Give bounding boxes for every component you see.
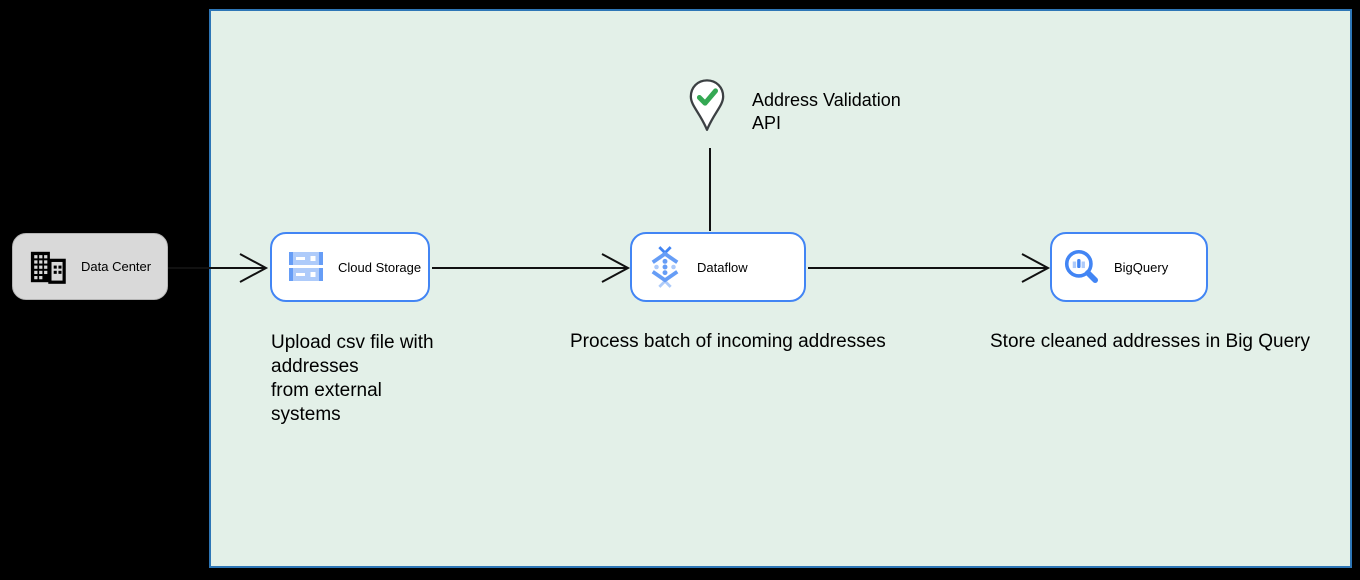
address-validation-annotation[interactable]: Address Validation API xyxy=(688,78,901,141)
caption-cloud-storage: Upload csv file with addresses from exte… xyxy=(271,332,434,425)
bigquery-icon xyxy=(1062,247,1102,287)
node-bigquery-label: BigQuery xyxy=(1114,259,1169,275)
address-validation-label: Address Validation API xyxy=(752,90,901,133)
node-data-center[interactable]: Data Center xyxy=(12,233,168,300)
map-pin-check-icon xyxy=(688,78,726,141)
node-data-center-label: Data Center xyxy=(81,259,152,274)
building-icon xyxy=(29,249,67,285)
node-bigquery[interactable]: BigQuery xyxy=(1050,232,1208,302)
node-dataflow-label: Dataflow xyxy=(697,259,748,275)
caption-dataflow: Process batch of incoming addresses xyxy=(570,331,886,352)
caption-bigquery: Store cleaned addresses in Big Query xyxy=(990,331,1311,352)
dataflow-icon xyxy=(648,245,682,289)
node-cloud-storage-label: Cloud Storage xyxy=(338,259,422,275)
node-cloud-storage[interactable]: Cloud Storage xyxy=(270,232,430,302)
cloud-storage-icon xyxy=(289,252,323,282)
node-dataflow[interactable]: Dataflow xyxy=(630,232,806,302)
